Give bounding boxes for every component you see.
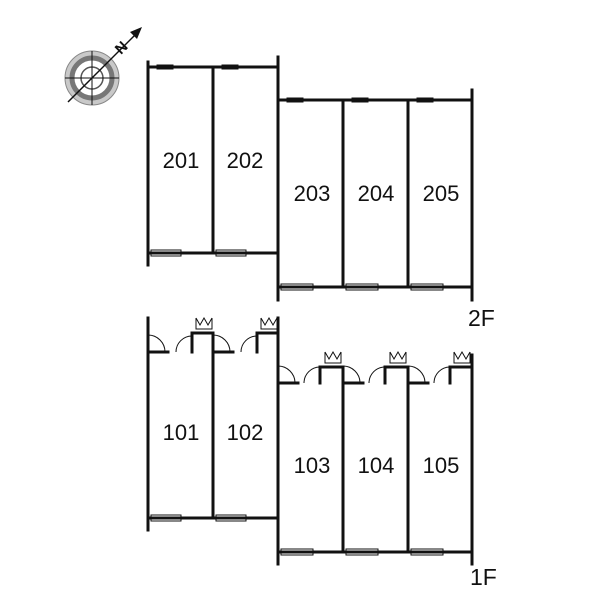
- room-label: 201: [163, 148, 200, 173]
- floor-label: 2F: [468, 305, 495, 331]
- room-label: 205: [423, 181, 460, 206]
- room-label: 102: [227, 420, 264, 445]
- floor-2f: 201 202 203 204 205 2F: [146, 55, 495, 331]
- floor-label: 1F: [470, 564, 497, 590]
- room-label: 104: [358, 453, 395, 478]
- room-label: 101: [163, 420, 200, 445]
- floor-1f: 101 102 103 104 105 1F: [146, 316, 497, 590]
- room-label: 105: [423, 453, 460, 478]
- room-label: 202: [227, 148, 264, 173]
- compass-rose-icon: N: [64, 27, 142, 106]
- room-label: 204: [358, 181, 395, 206]
- room-label: 203: [294, 181, 331, 206]
- room-label: 103: [294, 453, 331, 478]
